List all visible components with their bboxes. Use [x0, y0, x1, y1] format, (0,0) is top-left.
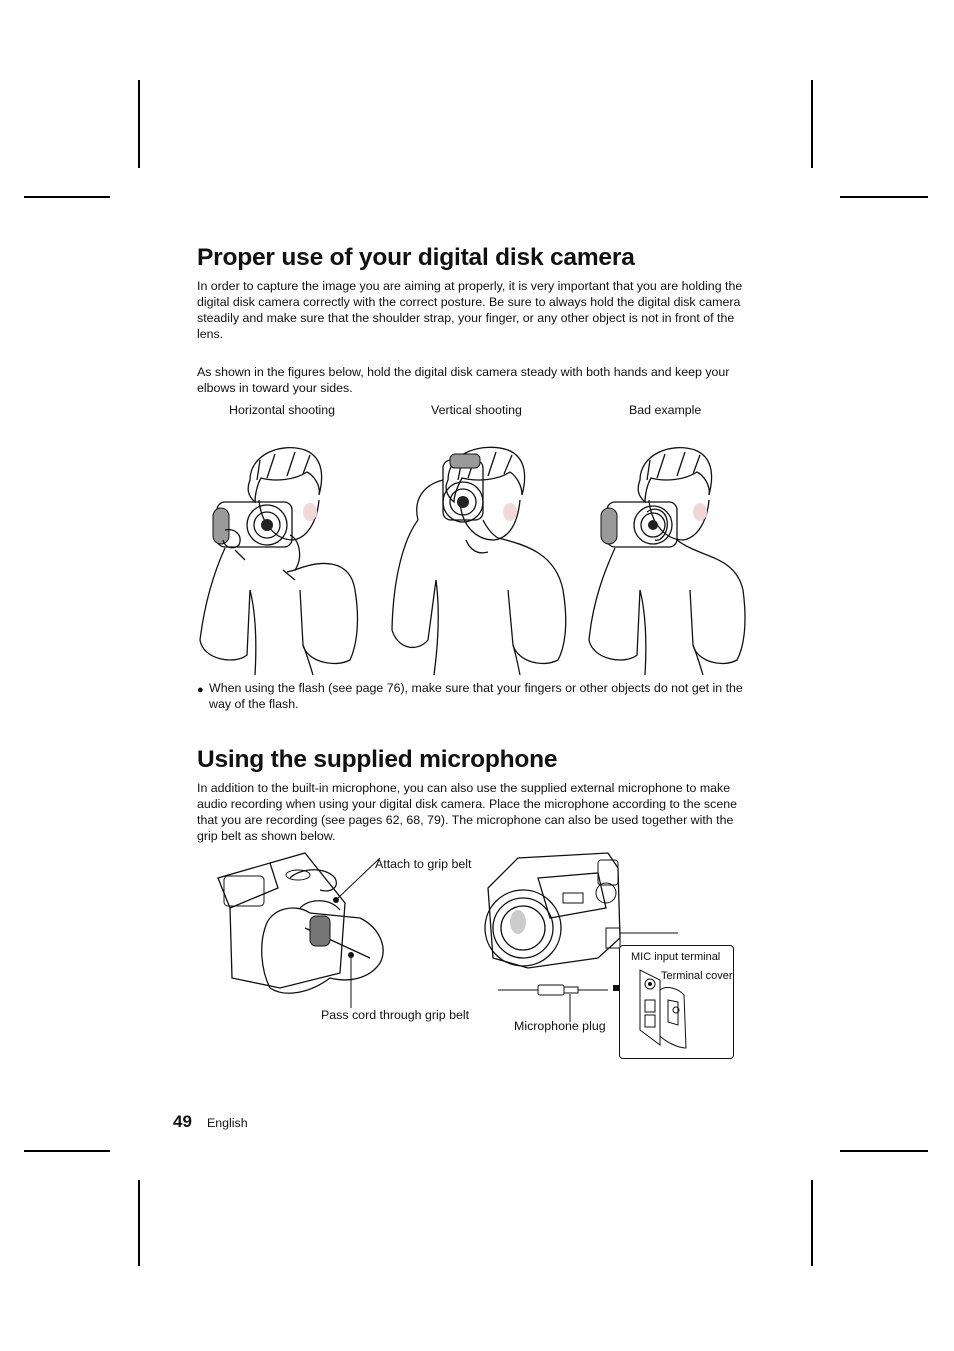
language-label: English — [207, 1116, 248, 1130]
crop-mark — [840, 196, 928, 198]
microphone-plug-icon — [498, 984, 608, 1022]
crop-mark — [24, 196, 110, 198]
intro-paragraph: In order to capture the image you are ai… — [197, 279, 743, 341]
attach-label: Attach to grip belt — [375, 857, 472, 871]
crop-mark — [811, 1180, 813, 1266]
flash-note-text: When using the flash (see page 76), make… — [209, 681, 743, 711]
vertical-shooting-illustration — [391, 446, 567, 676]
section-title: Proper use of your digital disk camera — [197, 244, 635, 271]
mic-input-label: MIC input terminal — [631, 951, 721, 963]
flash-note: ● When using the flash (see page 76), ma… — [197, 680, 757, 712]
posture-paragraph: As shown in the figures below, hold the … — [197, 365, 730, 395]
section-title: Using the supplied microphone — [197, 746, 558, 773]
crop-mark — [138, 1180, 140, 1266]
bullet-icon: ● — [197, 684, 204, 696]
crop-mark — [840, 1150, 928, 1152]
camera-mic-illustration — [484, 852, 678, 969]
terminal-cover-illustration — [639, 969, 687, 1049]
crop-mark — [811, 80, 813, 168]
caption-vertical: Vertical shooting — [431, 403, 522, 417]
terminal-cover-label: Terminal cover — [661, 970, 733, 982]
mic-plug-label: Microphone plug — [514, 1019, 606, 1033]
crop-mark — [24, 1150, 110, 1152]
crop-mark — [138, 80, 140, 168]
caption-bad: Bad example — [629, 403, 702, 417]
microphone-paragraph: In addition to the built-in microphone, … — [197, 781, 737, 843]
grip-belt-illustration — [217, 852, 384, 1008]
caption-horizontal: Horizontal shooting — [229, 403, 336, 417]
bad-example-illustration — [588, 446, 746, 676]
page-number: 49 — [173, 1112, 192, 1131]
horizontal-shooting-illustration — [199, 446, 359, 676]
pass-cord-label: Pass cord through grip belt — [321, 1008, 470, 1022]
